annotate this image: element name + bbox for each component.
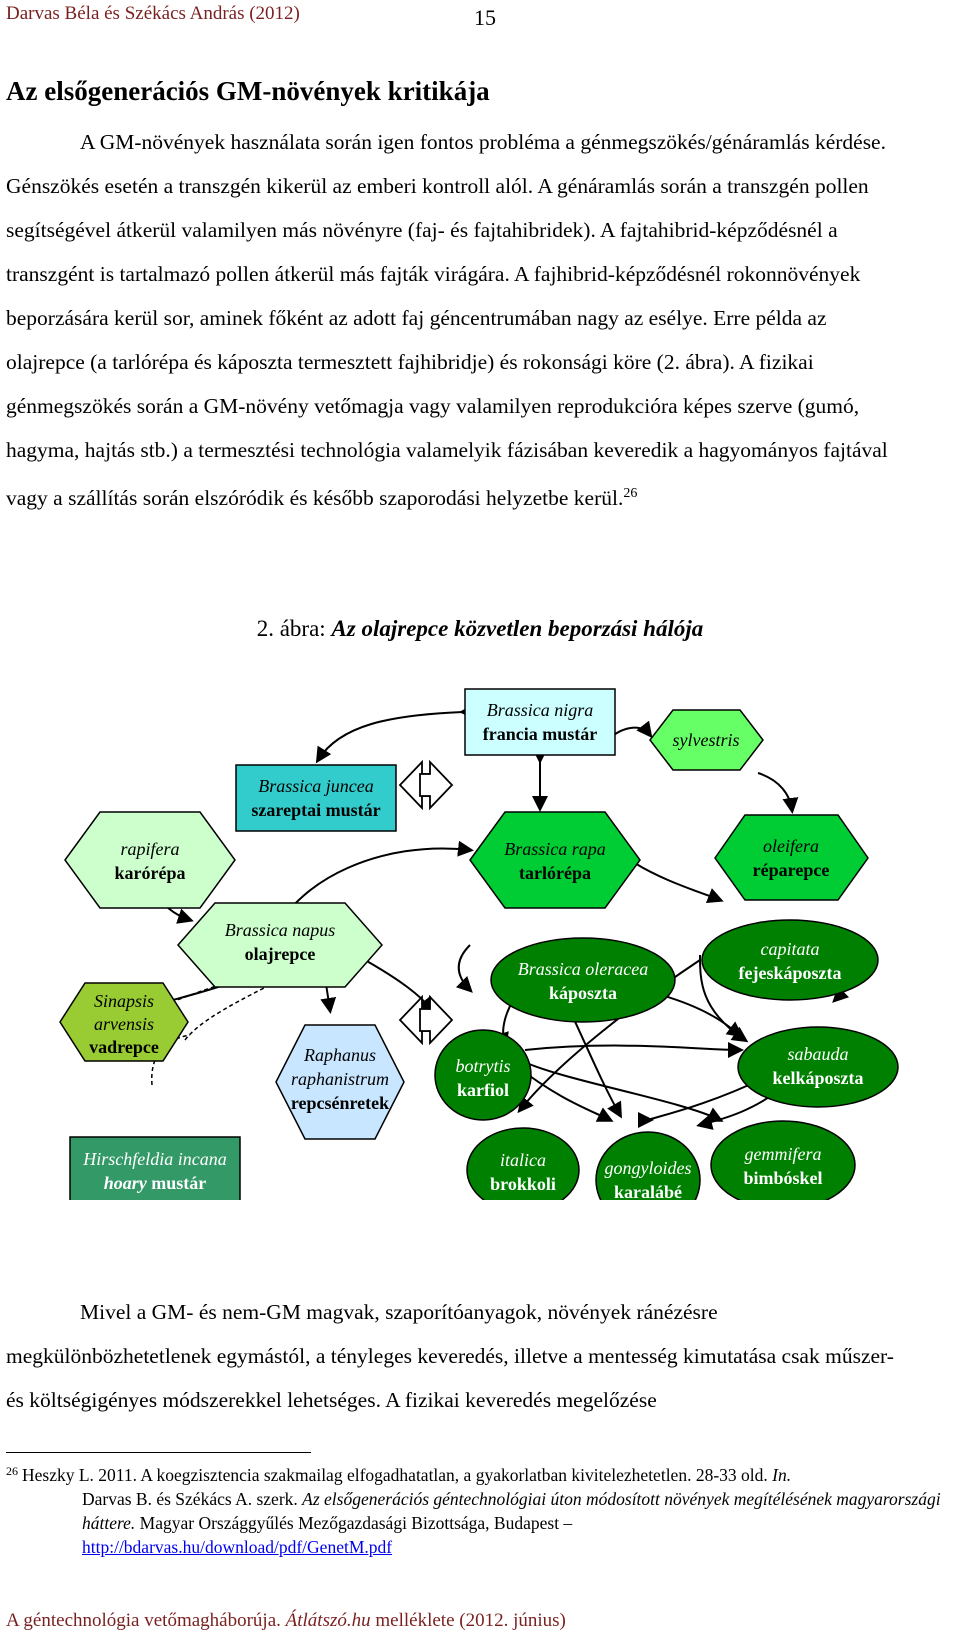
node-botrytis: botrytis karfiol: [434, 1029, 532, 1121]
node-brassica-oleracea-common: káposzta: [549, 983, 617, 1003]
node-sylvestris: sylvestris: [649, 709, 764, 771]
node-hirschfeldia-common: mustár: [147, 1173, 207, 1193]
node-italica-common: brokkoli: [490, 1174, 556, 1194]
node-hirschfeldia-latin: Hirschfeldia incana: [82, 1149, 226, 1169]
figure-label: 2. ábra:: [256, 616, 332, 641]
footnote-editors: Darvas B. és Székács A. szerk.: [82, 1489, 303, 1509]
paragraph-1: A GM-növények használata során igen font…: [6, 120, 906, 520]
node-brassica-nigra-common: francia mustár: [483, 724, 597, 744]
node-rapifera-latin: rapifera: [120, 839, 179, 859]
footnote-in: In.: [772, 1465, 792, 1485]
node-gongyloides-common: karalábé: [614, 1182, 682, 1200]
node-brassica-juncea-common: szareptai mustár: [251, 800, 380, 820]
node-sabauda-common: kelkáposzta: [772, 1068, 863, 1088]
pollination-network-diagram: Brassica nigra francia mustár Brassica j…: [59, 688, 899, 1200]
figure-caption: 2. ábra: Az olajrepce közvetlen beporzás…: [0, 616, 960, 642]
node-brassica-rapa-latin: Brassica rapa: [504, 839, 606, 859]
footer-site: Átlátszó.hu: [285, 1610, 371, 1631]
node-brassica-napus-latin: Brassica napus: [225, 920, 336, 940]
node-sylvestris-latin: sylvestris: [673, 730, 740, 750]
node-brassica-napus-common: olajrepce: [245, 944, 316, 964]
node-sinapsis-latin-1: Sinapsis: [94, 991, 154, 1011]
node-capitata: capitata fejeskáposzta: [701, 919, 879, 1001]
footnote-continuation: Darvas B. és Székács A. szerk. Az elsőge…: [82, 1487, 942, 1559]
node-gongyloides: gongyloides karalábé: [595, 1131, 701, 1200]
footnote-publisher: Magyar Országgyűlés Mezőgazdasági Bizott…: [135, 1513, 573, 1533]
node-brassica-rapa: Brassica rapa tarlórépa: [469, 811, 641, 909]
node-italica: italica brokkoli: [466, 1127, 580, 1200]
block-arrow-right-2: [419, 994, 454, 1046]
footnote-number: 26: [6, 1464, 18, 1478]
footer-text-a: A géntechnológia vetőmagháborúja.: [6, 1610, 286, 1631]
node-gemmifera-latin: gemmifera: [745, 1144, 822, 1164]
figure-title: Az olajrepce közvetlen beporzási hálója: [331, 616, 704, 641]
node-botrytis-latin: botrytis: [455, 1056, 510, 1076]
node-brassica-rapa-common: tarlórépa: [519, 863, 591, 883]
node-sinapsis-latin-2: arvensis: [94, 1014, 154, 1034]
node-sinapsis-common: vadrepce: [89, 1037, 159, 1057]
node-brassica-oleracea: Brassica oleracea káposzta: [490, 937, 676, 1023]
node-raphanus-latin-1: Raphanus: [303, 1045, 376, 1065]
node-brassica-nigra-latin: Brassica nigra: [487, 700, 594, 720]
footnote-text: Heszky L. 2011. A koegzisztencia szakmai…: [22, 1463, 942, 1487]
block-arrows: [398, 759, 454, 1046]
node-raphanus-raphanistrum: Raphanus raphanistrum repcsénretek: [275, 1024, 405, 1140]
node-botrytis-common: karfiol: [457, 1080, 509, 1100]
node-hirschfeldia-incana: Hirschfeldia incana hoary mustár: [69, 1136, 241, 1200]
node-oleifera-common: réparepce: [753, 860, 830, 880]
node-gemmifera-common: bimbóskel: [743, 1168, 822, 1188]
footnote-link[interactable]: http://bdarvas.hu/download/pdf/GenetM.pd…: [82, 1537, 393, 1557]
node-oleifera-latin: oleifera: [763, 836, 819, 856]
page-number: 15: [474, 5, 496, 30]
node-gongyloides-latin: gongyloides: [605, 1158, 692, 1178]
node-capitata-latin: capitata: [761, 939, 820, 959]
node-capitata-common: fejeskáposzta: [739, 963, 842, 983]
node-rapifera-common: karórépa: [115, 863, 186, 883]
node-raphanus-latin-2: raphanistrum: [291, 1069, 389, 1089]
node-sabauda: sabauda kelkáposzta: [737, 1026, 899, 1108]
block-arrow-right: [419, 759, 454, 811]
node-brassica-nigra: Brassica nigra francia mustár: [464, 688, 616, 756]
footnote-citation: Heszky L. 2011. A koegzisztencia szakmai…: [22, 1465, 773, 1485]
node-brassica-juncea-latin: Brassica juncea: [258, 776, 373, 796]
node-raphanus-common: repcsénretek: [291, 1093, 389, 1113]
node-brassica-juncea: Brassica juncea szareptai mustár: [235, 764, 397, 832]
node-hirschfeldia-latin-2: hoary: [104, 1173, 148, 1193]
node-oleifera: oleifera réparepce: [714, 814, 869, 901]
node-sabauda-latin: sabauda: [787, 1044, 848, 1064]
footnote-book-title: Az elsőgenerációs géntechnológiai úton m…: [82, 1489, 941, 1533]
node-italica-latin: italica: [500, 1150, 546, 1170]
running-header-authors: Darvas Béla és Székács András (2012): [6, 3, 300, 24]
node-gemmifera: gemmifera bimbóskel: [710, 1120, 856, 1200]
node-sinapsis-arvensis: Sinapsis arvensis vadrepce: [59, 982, 189, 1062]
node-hirschfeldia-common-line: hoary mustár: [104, 1173, 207, 1193]
section-title: Az elsőgenerációs GM-növények kritikája: [6, 76, 490, 106]
paragraph-2: Mivel a GM- és nem-GM magvak, szaporítóa…: [6, 1300, 894, 1412]
footnote-divider: [6, 1452, 311, 1453]
paragraph-1-text: A GM-növények használata során igen font…: [6, 130, 888, 511]
footnote-ref-26[interactable]: 26: [623, 486, 638, 501]
footer-text-b: melléklete (2012. június): [370, 1610, 566, 1631]
node-rapifera: rapifera karórépa: [64, 811, 236, 909]
running-footer: A géntechnológia vetőmagháborúja. Átláts…: [6, 1610, 566, 1632]
node-brassica-oleracea-latin: Brassica oleracea: [518, 959, 648, 979]
node-brassica-napus: Brassica napus olajrepce: [177, 902, 383, 988]
